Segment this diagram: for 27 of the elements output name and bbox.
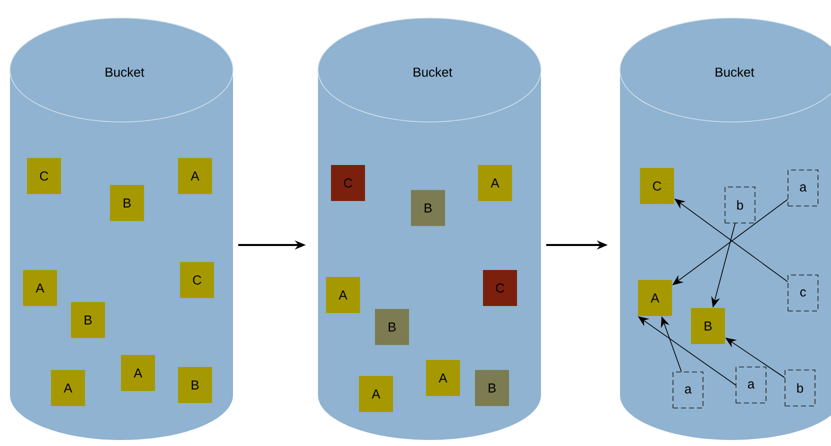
letter-square: A [359, 376, 393, 412]
letter-square: A [51, 370, 85, 406]
letter-square: B [375, 309, 409, 345]
letter-square: A [638, 280, 672, 316]
letter-square: A [23, 270, 57, 306]
letter-square: A [426, 360, 460, 396]
letter-square: A [478, 165, 512, 201]
letter-square: B [691, 308, 725, 344]
dashed-square: a [672, 372, 704, 408]
letter-square: A [326, 277, 360, 313]
dashed-square: b [724, 186, 756, 224]
letter-square: B [71, 302, 105, 338]
dashed-square: a [736, 366, 766, 404]
letter-square: A [121, 355, 155, 391]
letter-square: B [110, 185, 144, 221]
letter-square: B [178, 367, 212, 403]
letter-square: C [483, 270, 517, 306]
letter-square: C [180, 262, 214, 298]
dashed-square: c [788, 274, 818, 312]
letter-square: B [475, 370, 509, 406]
dashed-square: b [784, 370, 816, 406]
letter-square: C [640, 168, 674, 204]
letter-square: C [27, 158, 61, 194]
letter-square: A [178, 158, 212, 194]
dashed-square: a [788, 170, 818, 206]
letter-square: C [331, 165, 365, 201]
letter-square: B [411, 190, 445, 226]
